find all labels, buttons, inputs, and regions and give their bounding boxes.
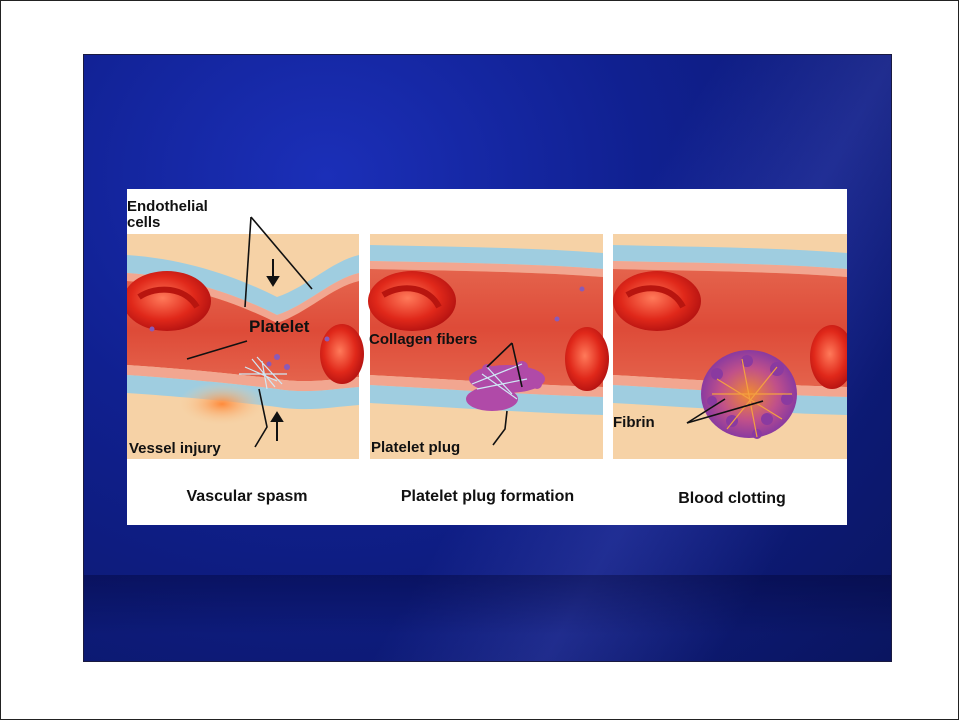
label-platelet-plug: Platelet plug [371, 440, 460, 455]
caption-vascular-spasm: Vascular spasm [152, 488, 342, 506]
figure-svg [127, 189, 847, 525]
label-cells: cells [127, 215, 160, 230]
label-endothelial: Endothelial [127, 199, 208, 214]
caption-blood-clotting: Blood clotting [632, 490, 832, 508]
hemostasis-figure: Endothelial cells Platelet Vessel injury… [127, 189, 847, 525]
slide-band [84, 575, 891, 635]
label-collagen-fibers: Collagen fibers [369, 332, 477, 347]
label-platelet: Platelet [249, 319, 309, 334]
label-fibrin: Fibrin [613, 415, 655, 430]
panel-vascular-spasm [127, 217, 364, 459]
label-vessel-injury: Vessel injury [129, 441, 221, 456]
caption-platelet-plug-formation: Platelet plug formation [375, 488, 600, 506]
